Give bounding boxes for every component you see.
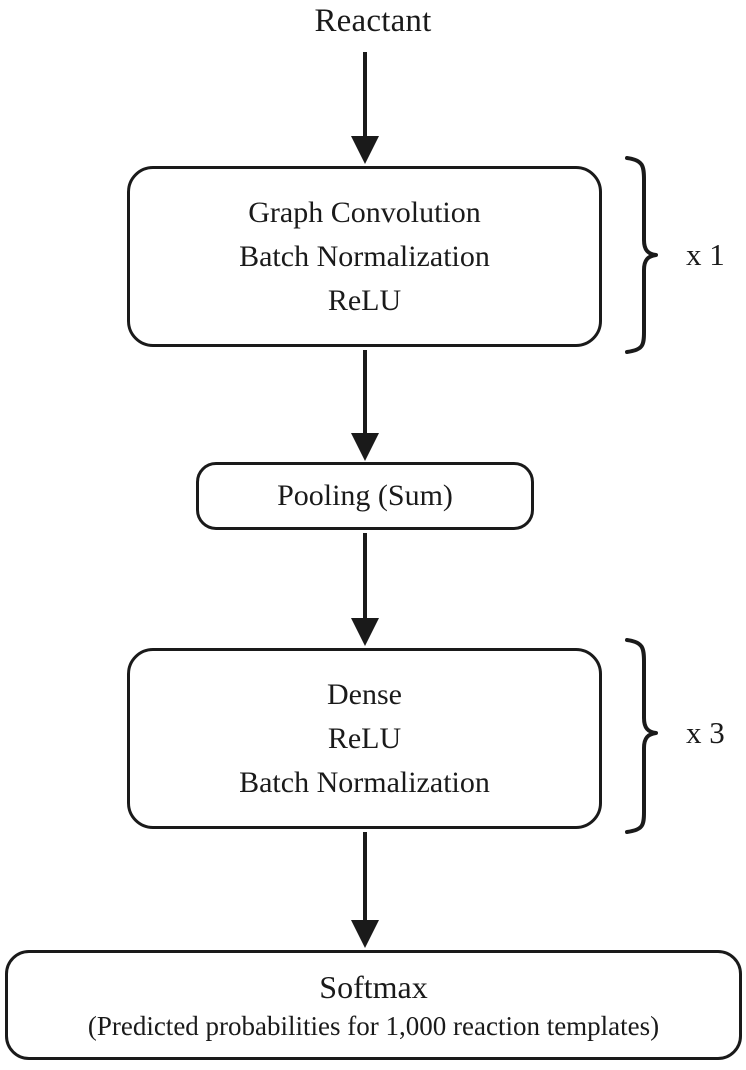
block-line-softmax-subtitle: (Predicted probabilities for 1,000 react… [87,1011,660,1041]
block-pooling[interactable]: Pooling (Sum) [196,462,534,530]
block-line-graph-convolution: Graph Convolution [248,195,481,229]
repeat-count-gcn: x 1 [686,237,725,272]
block-line-batch-normalization-2: Batch Normalization [239,765,490,799]
brace-gcn [625,156,658,354]
block-softmax[interactable]: Softmax (Predicted probabilities for 1,0… [5,950,742,1060]
block-line-batch-normalization: Batch Normalization [239,239,490,273]
block-line-dense: Dense [327,677,402,711]
brace-dense [625,638,658,834]
block-line-relu-2: ReLU [327,721,402,755]
page-title: Reactant [314,3,432,39]
block-line-pooling: Pooling (Sum) [277,479,453,512]
block-graph-convolution[interactable]: Graph Convolution Batch Normalization Re… [127,166,602,347]
block-dense[interactable]: Dense ReLU Batch Normalization [127,648,602,829]
block-line-relu: ReLU [327,283,402,317]
repeat-count-dense: x 3 [686,715,725,750]
block-line-softmax: Softmax [319,969,428,1005]
